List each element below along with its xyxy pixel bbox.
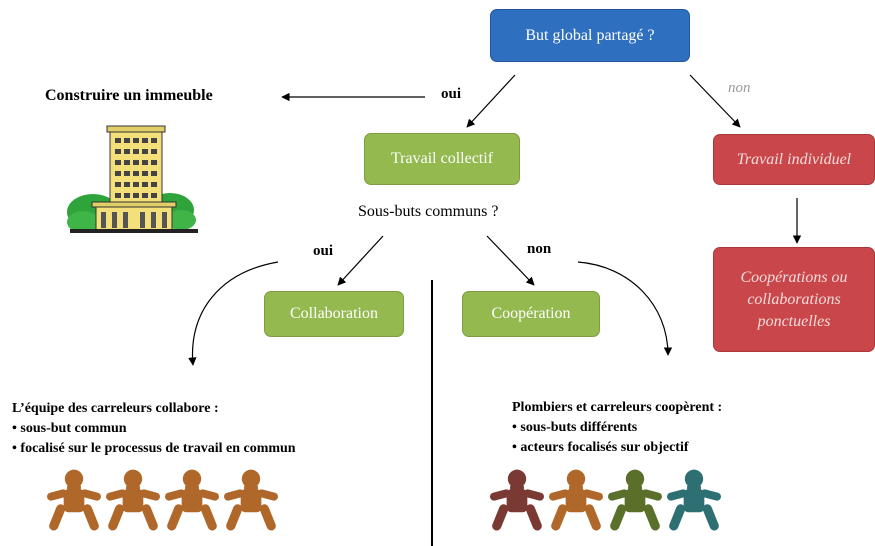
collaboration-description: L’équipe des carreleurs collabore : • so…	[12, 399, 296, 459]
gingerbread-figure-icon	[489, 469, 545, 532]
arrow-to-collaboration	[337, 235, 384, 286]
node-collaboration: Collaboration	[264, 291, 404, 337]
node-cooperation: Coopération	[462, 291, 600, 337]
node-travail-collectif-label: Travail collectif	[390, 150, 494, 167]
cooperation-item: • acteurs focalisés sur objectif	[512, 440, 689, 455]
building-icon	[67, 125, 198, 233]
node-collaboration-label: Collaboration	[290, 305, 378, 322]
gingerbread-figure-icon	[223, 469, 279, 532]
label-non: non	[728, 80, 751, 96]
node-ponctuelles-line: collaborations	[747, 290, 841, 308]
arrow-to-cooperation	[486, 235, 535, 286]
arrow-goal-to-individual	[689, 74, 741, 128]
node-but-global: But global partagé ?	[490, 9, 690, 62]
node-but-global-label: But global partagé ?	[525, 26, 655, 44]
node-cooperation-label: Coopération	[491, 305, 571, 322]
label-oui: oui	[441, 86, 462, 102]
collaboration-item: • focalisé sur le processus de travail e…	[12, 441, 296, 456]
node-travail-individuel: Travail individuel	[713, 134, 875, 185]
gingerbread-figure-icon	[164, 469, 220, 532]
gingerbread-figure-icon	[46, 469, 102, 532]
arrow-goal-to-collective	[466, 74, 516, 128]
node-travail-collectif: Travail collectif	[364, 133, 520, 185]
node-cooperations-ponctuelles: Coopérations ou collaborations ponctuell…	[713, 247, 875, 352]
label-sous-buts-communs: Sous-buts communs ?	[358, 203, 499, 220]
node-travail-individuel-label: Travail individuel	[736, 150, 852, 168]
label-non-cooperation: non	[527, 241, 552, 257]
node-ponctuelles-line: Coopérations ou	[740, 268, 848, 286]
curved-arrow-right	[577, 261, 673, 356]
gingerbread-figure-icon	[548, 469, 604, 532]
gingerbread-figure-icon	[666, 469, 722, 532]
cooperation-title: Plombiers et carreleurs coopèrent :	[512, 400, 723, 415]
curved-arrow-left	[188, 261, 279, 366]
cooperation-item: • sous-buts différents	[512, 420, 638, 435]
label-construire-immeuble: Construire un immeuble	[45, 87, 213, 104]
gingerbread-figure-icon	[607, 469, 663, 532]
collaboration-item: • sous-but commun	[12, 421, 127, 436]
cooperation-description: Plombiers et carreleurs coopèrent : • so…	[512, 398, 722, 458]
label-oui-collaboration: oui	[313, 243, 334, 259]
gingerbread-figure-icon	[105, 469, 161, 532]
node-ponctuelles-line: ponctuelles	[757, 312, 831, 330]
collaboration-title: L’équipe des carreleurs collabore :	[12, 401, 219, 416]
